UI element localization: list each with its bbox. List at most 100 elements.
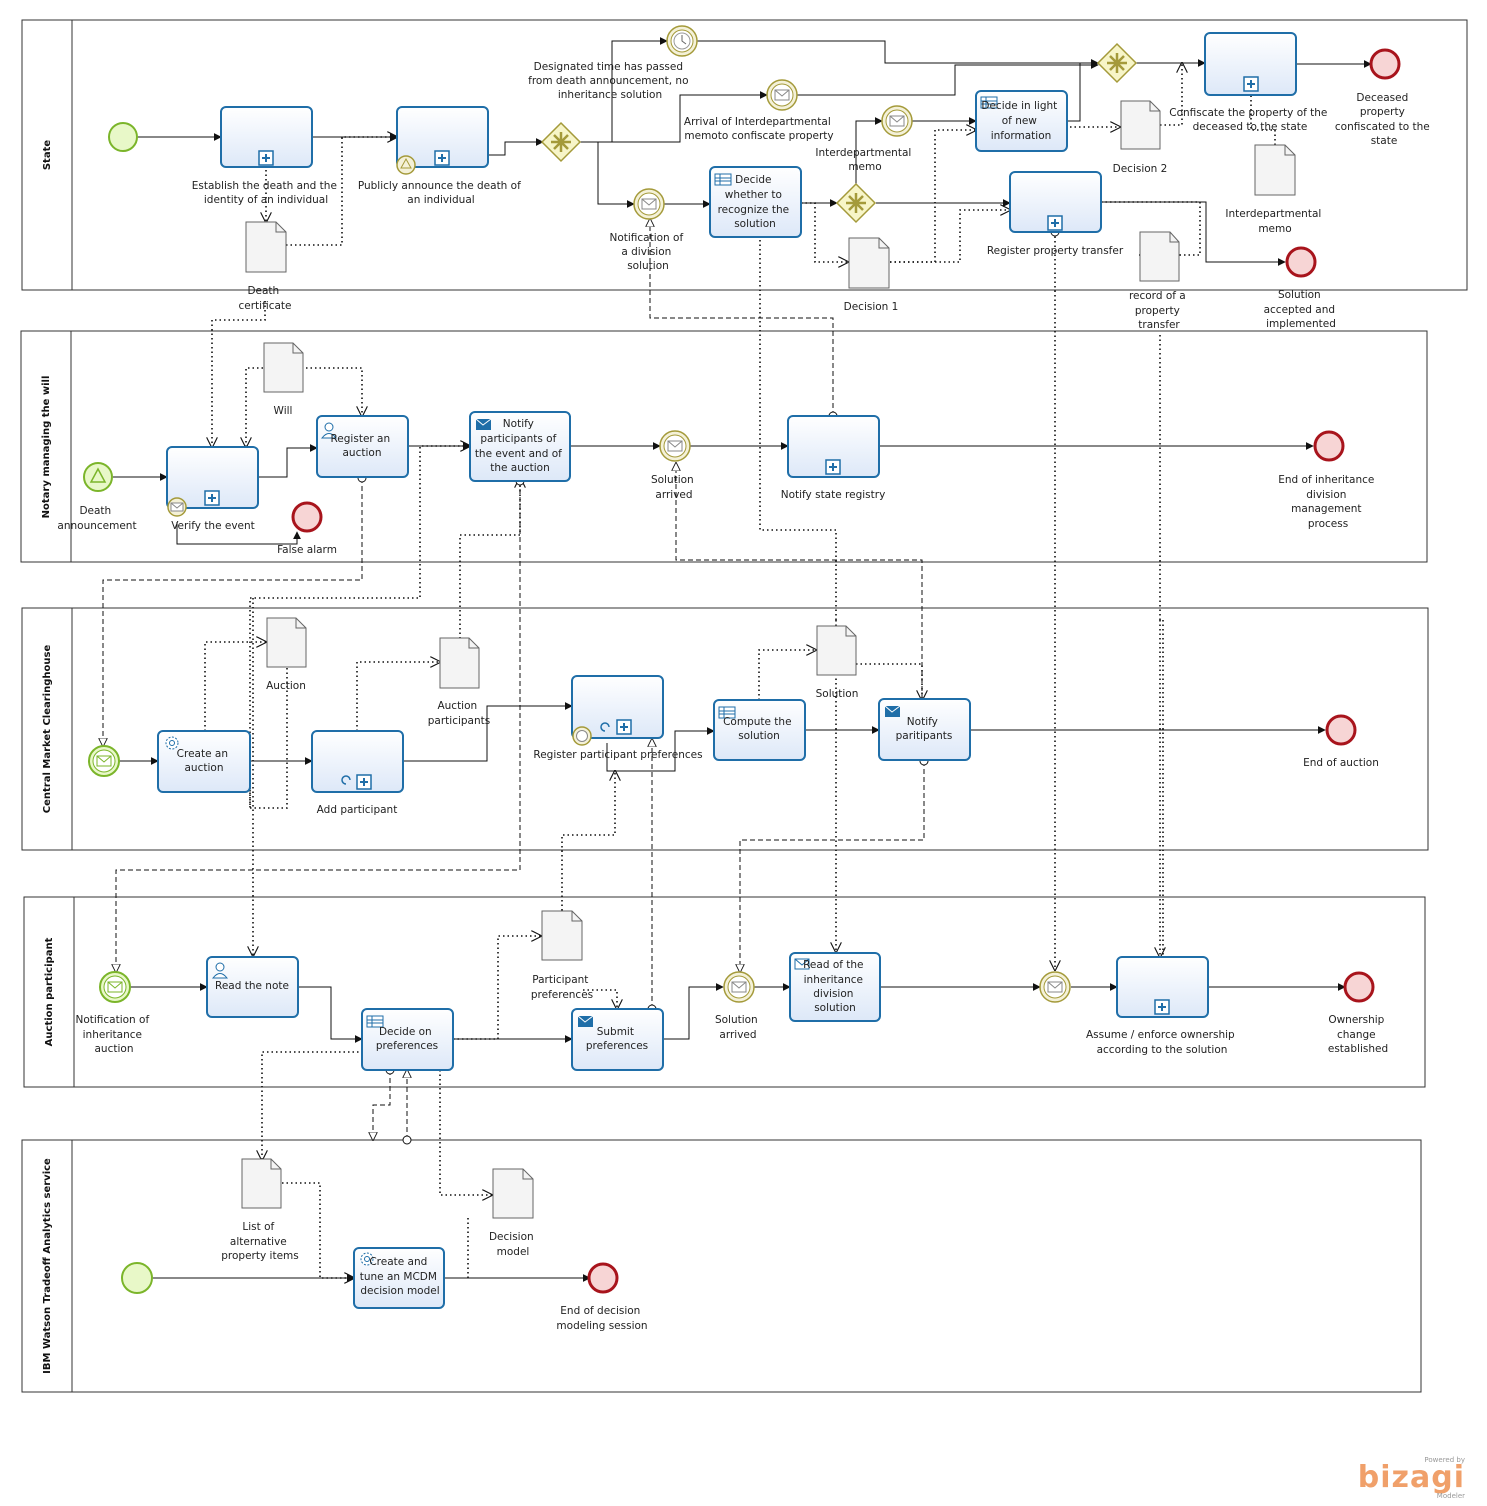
label-decision-model: Decision model [489,1231,537,1258]
doc-auction[interactable]: Auction [266,617,307,692]
label-will: Will [274,405,293,417]
business-rule-icon [980,96,998,109]
message-event-interdepartmental-memo[interactable]: Interdepartmental memo [815,105,914,173]
timer-event-designated[interactable]: Designated time has passed from death an… [528,25,698,101]
bizagi-logo: Powered by bizagi Modeler [1358,1456,1465,1500]
doc-death-certificate[interactable]: Death certificate [239,221,292,312]
task-read-solution[interactable]: Read of the inheritance division solutio… [789,952,881,1022]
label-deceased-confiscated: Deceased property confiscated to the sta… [1335,92,1433,147]
label-notify-registry: Notify state registry [781,489,886,501]
task-register-preferences[interactable]: Register participant preferences [533,675,703,761]
task-decide-preferences[interactable]: Decide on preferences [361,1008,454,1071]
label-notification-division: Notification of a division solution [609,232,686,272]
asterisk-icon [846,193,866,213]
task-verify-event[interactable]: Verify the event [166,446,259,532]
gateway-complex-3[interactable] [1096,42,1138,84]
envelope-icon [96,755,112,767]
task-establish-death[interactable]: Establish the death and the identity of … [192,106,341,206]
end-event-auction[interactable]: End of auction [1303,714,1379,769]
pool-label-state: State [42,140,53,171]
label-notification-auction: Notification of inheritance auction [75,1014,152,1055]
envelope-icon [641,198,657,210]
label-end-session: End of decision modeling session [556,1305,647,1332]
doc-list-alternatives[interactable]: List of alternative property items [221,1158,299,1262]
label-decide-preferences: Decide on preferences [376,1026,438,1052]
end-event-inheritance[interactable]: End of inheritance division management p… [1278,430,1377,530]
task-create-auction[interactable]: Create an auction [157,730,251,793]
pool-watson[interactable]: IBM Watson Tradeoff Analytics service [21,1139,1422,1393]
gateway-complex-2[interactable] [835,182,877,224]
envelope-icon [774,89,790,101]
envelope-icon [107,981,123,993]
task-decide-recognize[interactable]: Decide whether to recognize the solution [709,166,802,238]
asterisk-icon [551,132,571,152]
task-read-note[interactable]: Read the note [206,956,299,1018]
doc-decision-model[interactable]: Decision model [489,1168,537,1258]
task-assume-ownership[interactable]: Assume / enforce ownership according to … [1086,956,1238,1056]
doc-solution[interactable]: Solution [816,625,859,700]
task-register-auction[interactable]: Register an auction [316,415,409,478]
label-interdepartmental-memo-event: Interdepartmental memo [815,147,914,173]
end-event-false-alarm[interactable]: False alarm [277,501,337,556]
label-solution-accepted: Solution accepted and implemented [1264,289,1339,330]
doc-participant-preferences[interactable]: Participant preferences [531,910,593,1001]
task-confiscate[interactable]: Confiscate the property of the deceased … [1169,32,1331,133]
label-create-auction: Create an auction [177,748,232,774]
task-notify-registry[interactable]: Notify state registry [781,415,886,501]
sequence-flows [113,37,1372,1282]
message-event-solution-arrived[interactable]: Solution arrived [651,430,697,501]
task-decide-new-info[interactable]: Decide in light of new information [975,90,1068,152]
label-register-preferences: Register participant preferences [533,749,702,761]
task-compute-solution[interactable]: Compute the solution [713,699,806,761]
pool-label-notary: Notary managing the will [41,376,52,519]
task-notify-participants[interactable]: Notify participants of the event and of … [469,411,571,482]
message-event-notification-division[interactable]: Notification of a division solution [609,188,686,272]
gear-icon [165,736,179,750]
task-notify-paritipants[interactable]: Notify paritipants [878,698,971,761]
end-event-solution-accepted[interactable]: Solution accepted and implemented [1264,246,1339,330]
receive-message-icon [794,958,810,970]
message-event-solution-arrived-participant[interactable]: Solution arrived [715,971,761,1041]
end-event-deceased-confiscated[interactable]: Deceased property confiscated to the sta… [1335,48,1433,147]
signal-icon [396,155,416,175]
end-event-decision-session[interactable]: End of decision modeling session [556,1262,648,1332]
label-auction-participants: Auction participants [428,700,490,727]
label-create-model: Create and tune an MCDM decision model [360,1256,441,1297]
message-event-participant-2[interactable] [1039,971,1071,1003]
label-read-note: Read the note [215,980,289,992]
doc-record-transfer[interactable]: record of a property transfer [1129,231,1189,331]
signal-icon [89,467,107,483]
start-event-notification-auction[interactable]: Notification of inheritance auction [75,971,152,1055]
pool-label-clearinghouse: Central Market Clearinghouse [42,645,53,814]
asterisk-icon [1107,53,1127,73]
label-end-inheritance: End of inheritance division management p… [1278,474,1377,530]
label-compute-solution: Compute the solution [723,716,795,742]
doc-decision-1[interactable]: Decision 1 [844,237,899,313]
label-death-announcement: Death announcement [57,505,136,532]
envelope-icon [731,981,747,993]
brand-name: bizagi [1357,1460,1465,1495]
end-event-ownership[interactable]: Ownership change established [1328,971,1388,1055]
label-participant-preferences: Participant preferences [531,974,593,1001]
start-event-death-announcement[interactable]: Death announcement [57,462,137,532]
start-event-clearinghouse[interactable] [88,745,120,777]
label-establish-death: Establish the death and the identity of … [192,180,341,206]
doc-interdepartmental-memo[interactable]: Interdepartmental memo [1225,144,1324,235]
task-create-model[interactable]: Create and tune an MCDM decision model [353,1247,445,1309]
task-add-participant[interactable]: Add participant [311,730,404,816]
task-submit-preferences[interactable]: Submit preferences [571,1008,664,1071]
doc-auction-participants[interactable]: Auction participants [428,637,490,727]
label-read-solution: Read of the inheritance division solutio… [803,959,867,1014]
label-confiscate: Confiscate the property of the deceased … [1169,107,1331,133]
task-publicly-announce[interactable]: Publicly announce the death of an indivi… [358,106,524,206]
label-auction: Auction [266,680,306,692]
task-register-transfer[interactable]: Register property transfer [987,171,1124,257]
business-rule-icon [366,1015,384,1028]
gateway-complex-1[interactable] [540,121,582,163]
message-event-arrival-memo[interactable]: Arrival of Interdepartmental memoto conf… [684,79,834,142]
doc-decision-2[interactable]: Decision 2 [1113,100,1168,175]
doc-will[interactable]: Will [263,342,304,417]
start-event-state[interactable] [108,122,138,152]
start-event-watson[interactable] [121,1262,153,1294]
label-add-participant: Add participant [317,804,398,816]
